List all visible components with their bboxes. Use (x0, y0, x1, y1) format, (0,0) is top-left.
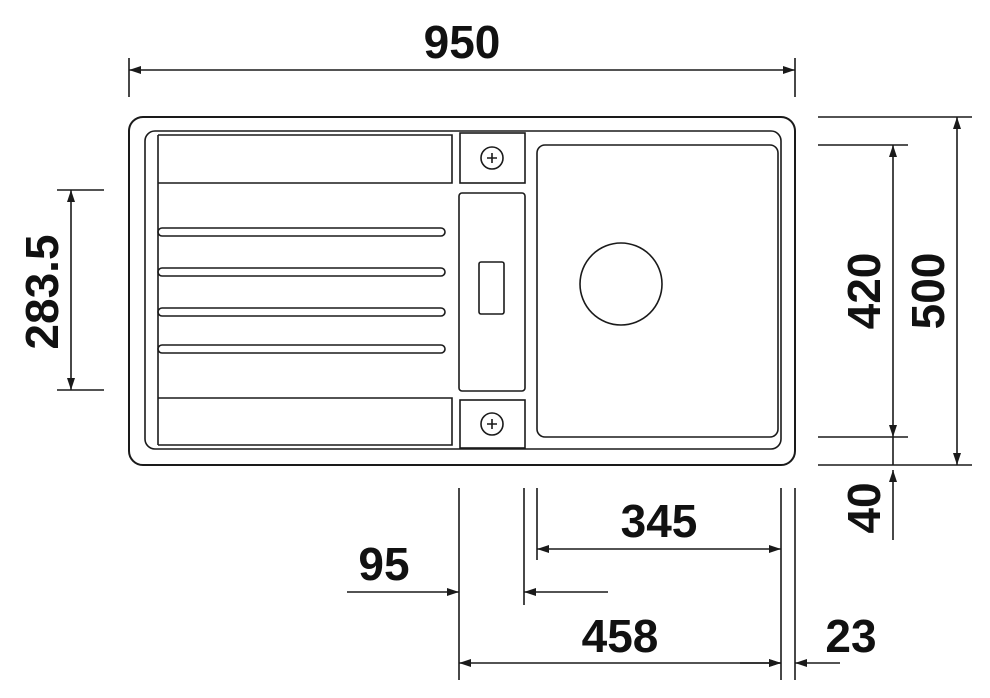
tap-hole-top-box (459, 132, 526, 184)
drainer-groove-4 (157, 344, 446, 354)
drainer-bottom-panel (158, 397, 453, 446)
drainer-groove-1 (157, 227, 446, 237)
sink-outer-rim (128, 116, 796, 466)
sink-inner-rim (144, 130, 782, 450)
dim-rim-side-label: 23 (825, 610, 876, 662)
dim-bowl-depth: 420 (818, 144, 908, 438)
sink-body (128, 116, 796, 466)
sink-bowl (536, 144, 779, 438)
tap-hole-bottom-box (459, 399, 526, 449)
drainer-area (157, 134, 453, 446)
dim-bowl-plus-strip: 458 (459, 610, 781, 667)
tap-strip (458, 132, 526, 449)
dim-tap-strip: 95 (347, 538, 608, 596)
dim-drainer-depth-label: 283.5 (16, 234, 68, 349)
tap-hole-bottom-crosshair (487, 419, 497, 429)
dim-rim-side: 23 (740, 610, 877, 667)
bowl-outline (536, 144, 779, 438)
tap-hole-top-crosshair (487, 153, 497, 163)
dim-overall-depth-label: 500 (902, 253, 954, 330)
dim-bowl-plus-strip-label: 458 (582, 610, 659, 662)
dim-overall-width-label: 950 (424, 16, 501, 68)
dim-bowl-width: 345 (537, 495, 781, 553)
dim-rim-front: 40 (838, 437, 897, 540)
dim-bowl-depth-label: 420 (838, 253, 890, 330)
overflow-slot (478, 261, 505, 315)
drainer-groove-3 (157, 307, 446, 317)
overflow-box (458, 192, 526, 392)
drain-waste-icon (579, 242, 663, 326)
dim-tap-strip-label: 95 (358, 538, 409, 590)
dim-bowl-width-label: 345 (621, 495, 698, 547)
tap-hole-top-icon (480, 146, 504, 170)
dim-overall-depth: 500 (818, 116, 972, 466)
drainer-top-panel (158, 134, 453, 184)
dim-rim-front-label: 40 (838, 482, 890, 533)
drainer-groove-2 (157, 267, 446, 277)
dim-drainer-depth: 283.5 (16, 189, 104, 391)
tap-hole-bottom-icon (480, 412, 504, 436)
dim-overall-width: 950 (128, 16, 796, 97)
